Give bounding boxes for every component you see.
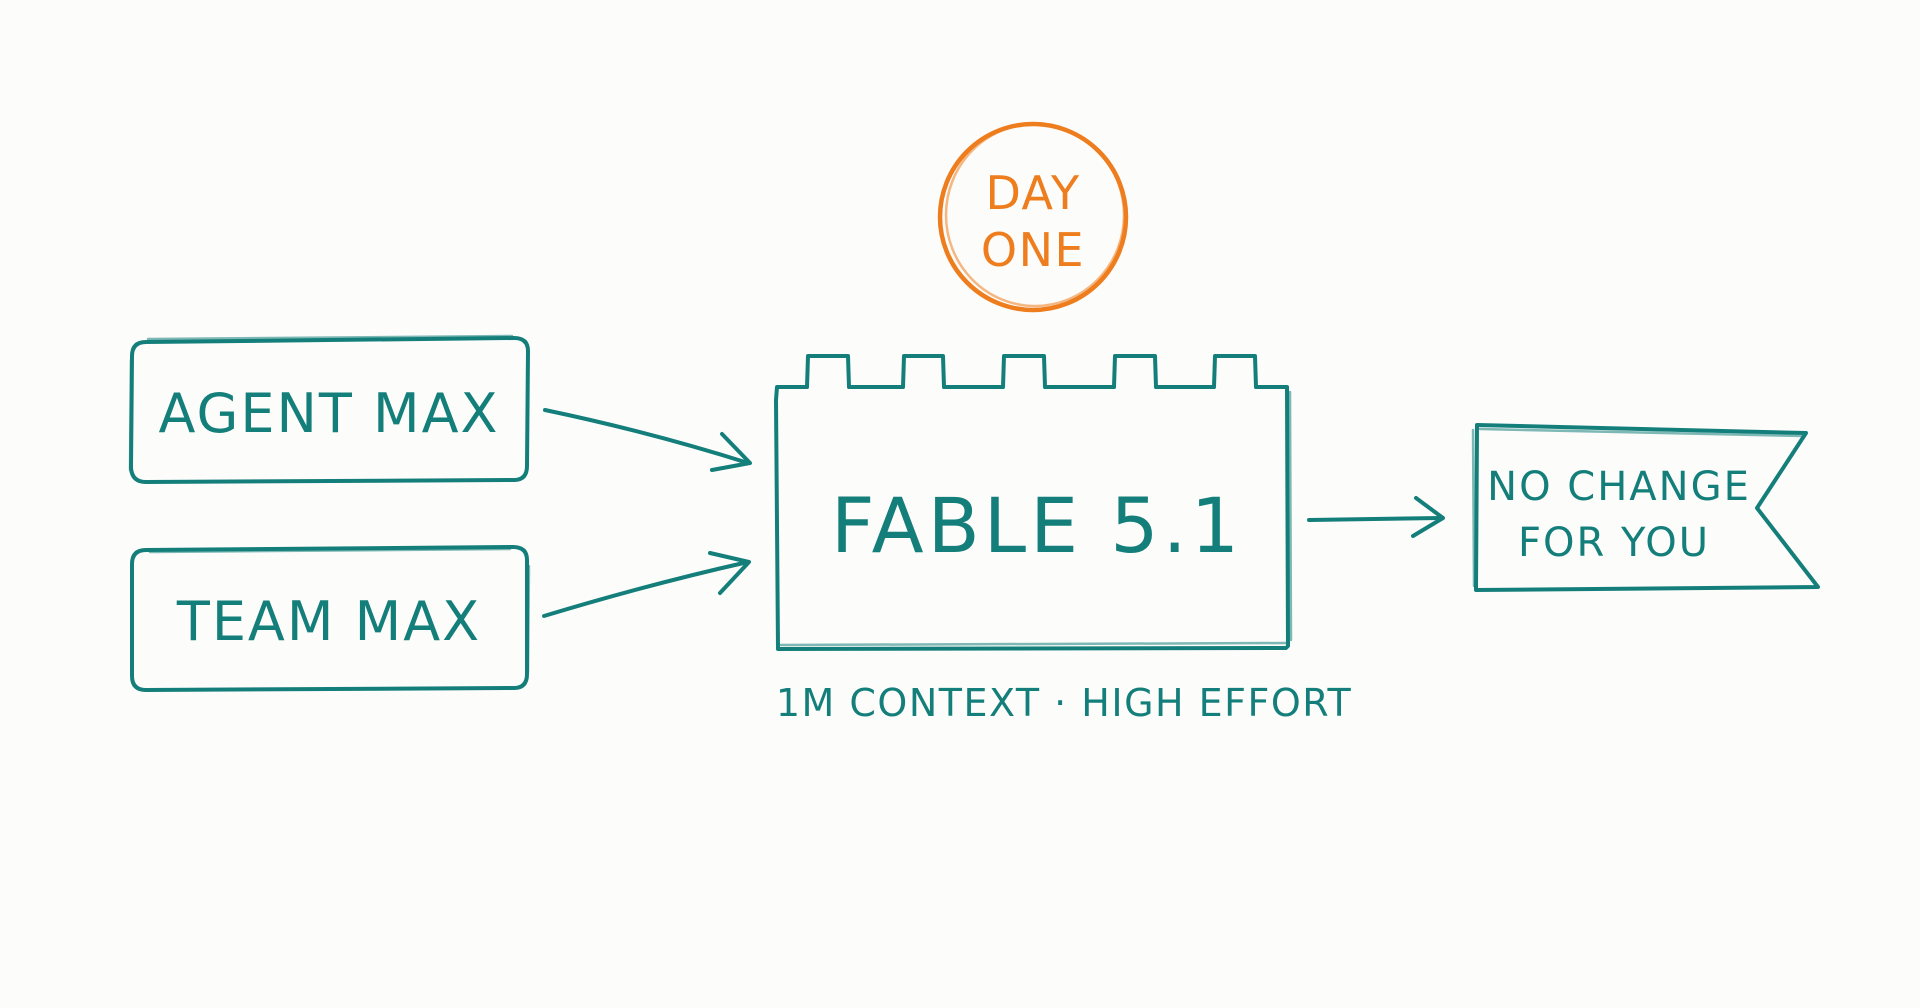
agent-max-box-sketch	[128, 334, 514, 472]
team-max-box-sketch	[148, 547, 531, 674]
team-max-label: TEAM MAX	[176, 590, 481, 653]
day-one-badge: DAY ONE	[937, 121, 1129, 313]
day-one-ring-sketch	[944, 122, 1126, 308]
no-change-line2: FOR YOU	[1518, 520, 1710, 566]
no-change-flag-sketch	[1471, 427, 1806, 588]
agent-max-box	[129, 336, 530, 484]
arrow-core-to-result	[1307, 496, 1445, 538]
no-change-flag	[1474, 423, 1820, 592]
agent-max-label: AGENT MAX	[158, 382, 499, 445]
arrow-agent-to-core	[543, 408, 752, 472]
fable-core-label: FABLE 5.1	[831, 481, 1243, 570]
team-max-box	[130, 545, 529, 692]
day-one-line2: ONE	[981, 223, 1085, 277]
fable-core-caption: 1M CONTEXT · HIGH EFFORT	[776, 681, 1352, 725]
agent-max-node: AGENT MAX	[128, 334, 530, 484]
day-one-line1: DAY	[985, 166, 1080, 220]
fable-core-box-sketch	[777, 390, 1293, 647]
no-change-line1: NO CHANGE	[1487, 464, 1751, 510]
no-change-flag-node: NO CHANGE FOR YOU	[1471, 423, 1820, 592]
fable-core-box	[774, 354, 1290, 651]
fable-core-node: FABLE 5.1 1M CONTEXT · HIGH EFFORT	[774, 354, 1352, 725]
team-max-node: TEAM MAX	[130, 545, 531, 692]
arrow-team-to-core	[542, 551, 751, 618]
